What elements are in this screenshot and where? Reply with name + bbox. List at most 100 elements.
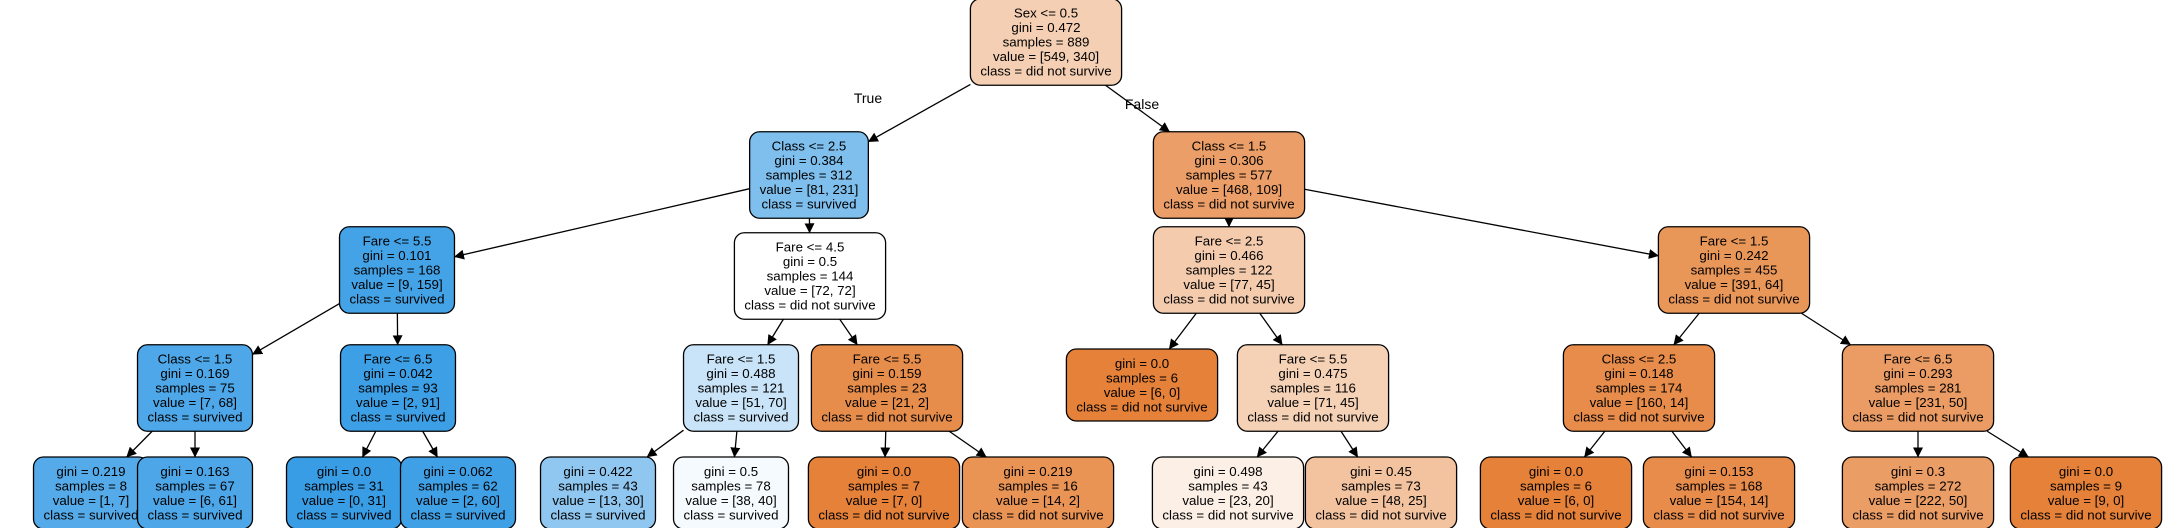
node-text-line: samples = 6 <box>1106 370 1178 385</box>
node-text-line: class = survived <box>684 507 779 522</box>
node-text-line: Fare <= 5.5 <box>363 234 432 249</box>
node-text-line: value = [48, 25] <box>1335 493 1426 508</box>
node-text-line: class = did not survive <box>821 410 952 425</box>
node-text-line: gini = 0.153 <box>1684 464 1753 479</box>
node-text-line: value = [21, 2] <box>845 395 929 410</box>
node-box <box>1841 344 1995 432</box>
node-text-line: class = did not survive <box>1163 292 1294 307</box>
node-text-line: class = did not survive <box>1247 410 1378 425</box>
node-text-line: Fare <= 2.5 <box>1195 234 1264 249</box>
node-text-line: samples = 62 <box>418 478 497 493</box>
node-text-line: gini = 0.0 <box>1115 356 1169 371</box>
node-text-line: Class <= 1.5 <box>1192 139 1267 154</box>
tree-edge <box>1801 312 1851 346</box>
node-text-line: samples = 455 <box>1691 263 1778 278</box>
node-text-line: gini = 0.219 <box>1003 464 1072 479</box>
tree-edge <box>948 430 987 458</box>
node-text-line: value = [77, 45] <box>1183 277 1274 292</box>
node-text-line: value = [468, 109] <box>1176 182 1282 197</box>
node-text-line: gini = 0.101 <box>362 248 431 263</box>
node-text-line: class = survived <box>694 410 789 425</box>
node-text-line: samples = 121 <box>698 381 785 396</box>
node-text-line: gini = 0.422 <box>563 464 632 479</box>
node-text-line: gini = 0.0 <box>317 464 371 479</box>
node-text-line: class = survived <box>350 292 445 307</box>
node-box <box>1657 226 1811 314</box>
node-text-line: samples = 8 <box>55 478 127 493</box>
node-text-line: value = [154, 14] <box>1670 493 1769 508</box>
node-box <box>748 131 870 219</box>
node-text-line: gini = 0.306 <box>1194 153 1263 168</box>
node-text-line: samples = 577 <box>1186 168 1273 183</box>
node-box <box>338 226 456 314</box>
tree-edge <box>1340 430 1359 458</box>
node-text-line: class = did not survive <box>1573 410 1704 425</box>
node-text-line: class = did not survive <box>1076 399 1207 414</box>
node-text-line: gini = 0.472 <box>1011 20 1080 35</box>
tree-edge <box>361 430 377 458</box>
node-text-line: samples = 78 <box>691 478 770 493</box>
node-text-line: Class <= 1.5 <box>158 352 233 367</box>
node-text-line: samples = 73 <box>1341 478 1420 493</box>
node-text-line: value = [391, 64] <box>1685 277 1784 292</box>
node-text-line: gini = 0.0 <box>1529 464 1583 479</box>
node-box <box>1642 456 1796 528</box>
node-box <box>682 344 800 432</box>
node-text-line: class = did not survive <box>1163 197 1294 212</box>
node-box <box>1065 348 1219 422</box>
node-text-line: samples = 31 <box>304 478 383 493</box>
node-text-line: Fare <= 1.5 <box>707 352 776 367</box>
node-box <box>1479 456 1633 528</box>
node-text-line: samples = 144 <box>767 269 854 284</box>
node-text-line: samples = 174 <box>1596 381 1683 396</box>
node-box <box>399 456 517 528</box>
node-text-line: gini = 0.488 <box>706 366 775 381</box>
node-text-line: value = [38, 40] <box>685 493 776 508</box>
node-text-line: value = [0, 31] <box>302 493 386 508</box>
node-text-line: class = did not survive <box>1653 507 1784 522</box>
node-text-line: class = survived <box>762 197 857 212</box>
node-text-line: samples = 43 <box>558 478 637 493</box>
node-text-line: class = did not survive <box>818 507 949 522</box>
node-text-line: class = did not survive <box>1315 507 1446 522</box>
node-text-line: class = survived <box>551 507 646 522</box>
node-text-line: gini = 0.0 <box>857 464 911 479</box>
tree-edge <box>880 431 891 458</box>
node-text-line: samples = 272 <box>1875 478 1962 493</box>
node-text-line: value = [549, 340] <box>993 49 1099 64</box>
node-text-line: value = [6, 0] <box>1518 493 1595 508</box>
node-text-line: value = [2, 91] <box>356 395 440 410</box>
tree-edge <box>767 318 784 346</box>
node-text-line: Sex <= 0.5 <box>1014 6 1078 21</box>
node-text-line: samples = 43 <box>1188 478 1267 493</box>
node-text-line: class = did not survive <box>1852 410 1983 425</box>
tree-edge <box>422 430 438 458</box>
node-text-line: samples = 93 <box>358 381 437 396</box>
node-text-line: gini = 0.466 <box>1194 248 1263 263</box>
node-text-line: gini = 0.3 <box>1891 464 1945 479</box>
node-text-line: samples = 116 <box>1270 381 1356 396</box>
node-box <box>539 456 657 528</box>
node-text-line: value = [14, 2] <box>996 493 1080 508</box>
node-text-line: gini = 0.062 <box>423 464 492 479</box>
node-text-line: gini = 0.042 <box>363 366 432 381</box>
tree-edge <box>126 430 153 458</box>
node-text-line: value = [160, 14] <box>1590 395 1689 410</box>
node-text-line: value = [7, 68] <box>153 395 237 410</box>
node-text-line: class = did not survive <box>2020 507 2151 522</box>
node-text-line: Class <= 2.5 <box>772 139 847 154</box>
node-box <box>733 232 887 320</box>
node-text-line: class = survived <box>148 507 243 522</box>
node-box <box>1236 344 1390 432</box>
node-text-line: value = [1, 7] <box>53 493 130 508</box>
node-box <box>961 456 1115 528</box>
node-text-line: samples = 75 <box>155 381 234 396</box>
tree-edge <box>1256 430 1279 458</box>
